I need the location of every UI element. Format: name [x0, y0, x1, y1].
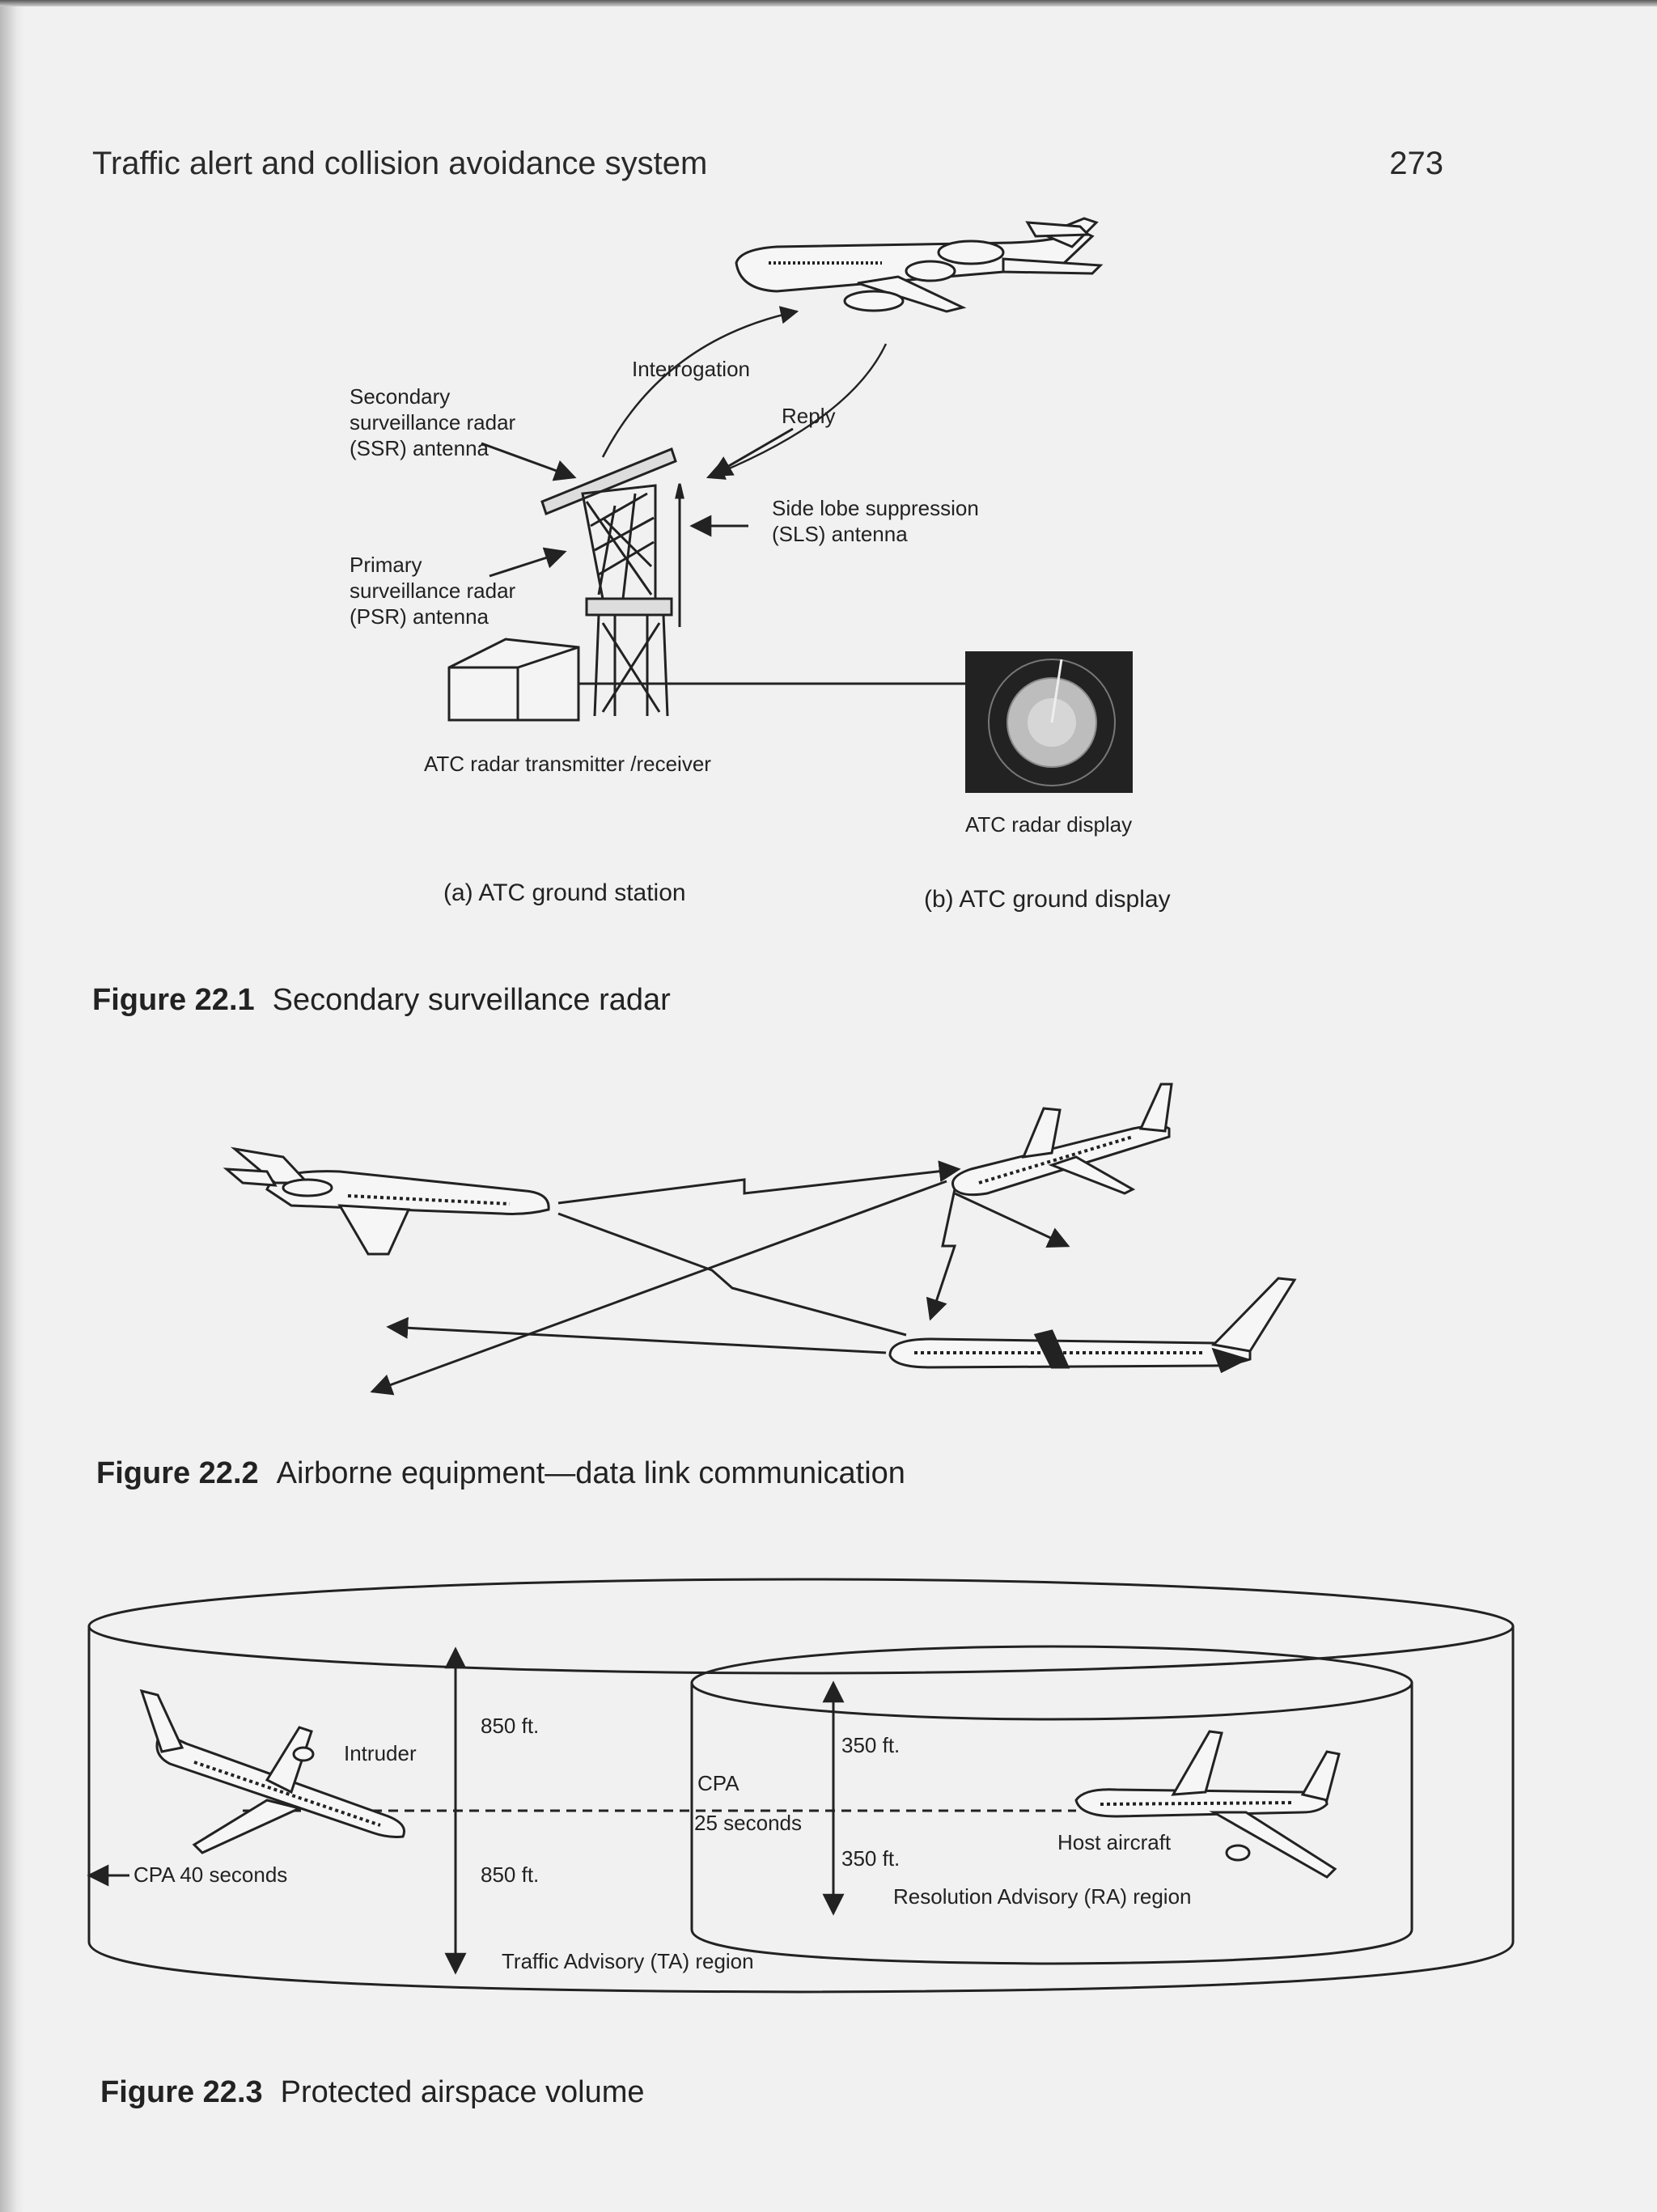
reply-signal — [706, 343, 888, 480]
sub-caption-ground-station: (a) ATC ground station — [443, 879, 686, 906]
transmitter-building — [447, 638, 580, 722]
ssr-leader-arrow — [481, 442, 577, 481]
running-head: Traffic alert and collision avoidance sy… — [92, 146, 708, 181]
lower-right-aircraft — [888, 1277, 1297, 1374]
label-ta-bottom-height: 850 ft. — [481, 1862, 540, 1887]
datalink-upper-out — [370, 1180, 947, 1396]
figure-22-2-illustration — [222, 1083, 1297, 1396]
interrogation-signal — [601, 306, 799, 458]
datalink-upper-lower — [926, 1189, 957, 1321]
radar-tower — [540, 447, 684, 717]
label-cpa: CPA — [697, 1771, 740, 1795]
psr-leader-arrow — [489, 547, 567, 578]
figure-22-1-title: Secondary surveillance radar — [272, 983, 671, 1017]
figure-22-3-title: Protected airspace volume — [280, 2075, 645, 2109]
figure-22-3-illustration — [87, 1578, 1515, 1994]
datalink-left-lower — [557, 1212, 907, 1337]
figure-22-2-number: Figure 22.2 — [96, 1456, 259, 1490]
datalink-lower-left — [386, 1316, 887, 1354]
left-aircraft — [222, 1146, 550, 1256]
figure-22-1-caption: Figure 22.1 Secondary surveillance radar — [92, 983, 671, 1018]
label-sls-antenna: Side lobe suppression (SLS) antenna — [772, 496, 979, 546]
label-transmitter: ATC radar transmitter /receiver — [424, 752, 711, 776]
figure-22-1-illustration — [447, 217, 1133, 793]
ra-region-cylinder — [690, 1645, 1413, 1965]
label-radar-display: ATC radar display — [965, 812, 1133, 837]
reply-leader-arrow — [710, 427, 794, 477]
page-top-edge — [0, 0, 1657, 6]
label-ra-region: Resolution Advisory (RA) region — [893, 1884, 1192, 1909]
label-intruder: Intruder — [344, 1741, 417, 1765]
label-reply: Reply — [782, 404, 836, 428]
airliner-illustration — [735, 217, 1104, 313]
label-ta-region: Traffic Advisory (TA) region — [502, 1949, 754, 1973]
label-interrogation: Interrogation — [632, 357, 750, 381]
datalink-left-upper — [557, 1160, 961, 1205]
upper-right-aircraft — [951, 1083, 1173, 1197]
label-ra-top-height: 350 ft. — [841, 1733, 901, 1757]
label-cpa-40-seconds: CPA 40 seconds — [133, 1862, 288, 1887]
figure-22-2-caption: Figure 22.2 Airborne equipment—data link … — [96, 1456, 905, 1491]
figure-22-3-number: Figure 22.3 — [100, 2075, 263, 2109]
label-ra-bottom-height: 350 ft. — [841, 1846, 901, 1871]
host-aircraft — [1074, 1730, 1341, 1879]
label-ssr-antenna: Secondary surveillance radar (SSR) anten… — [350, 384, 516, 460]
sub-caption-ground-display: (b) ATC ground display — [924, 886, 1171, 913]
radar-display-screen — [965, 651, 1133, 793]
label-ta-top-height: 850 ft. — [481, 1714, 540, 1738]
datalink-upper-right — [954, 1192, 1070, 1248]
intruder-aircraft — [139, 1689, 405, 1854]
page-number: 273 — [1389, 146, 1443, 181]
figure-22-2-title: Airborne equipment—data link communicati… — [276, 1456, 905, 1490]
label-host-aircraft: Host aircraft — [1057, 1830, 1172, 1854]
figure-22-1-number: Figure 22.1 — [92, 983, 255, 1017]
label-cpa-25-seconds: 25 seconds — [694, 1811, 802, 1835]
label-psr-antenna: Primary surveillance radar (PSR) antenna — [350, 553, 516, 629]
page-binding-shadow — [0, 0, 24, 2212]
figure-22-3-caption: Figure 22.3 Protected airspace volume — [100, 2075, 645, 2110]
ta-region-cylinder — [87, 1578, 1515, 1994]
